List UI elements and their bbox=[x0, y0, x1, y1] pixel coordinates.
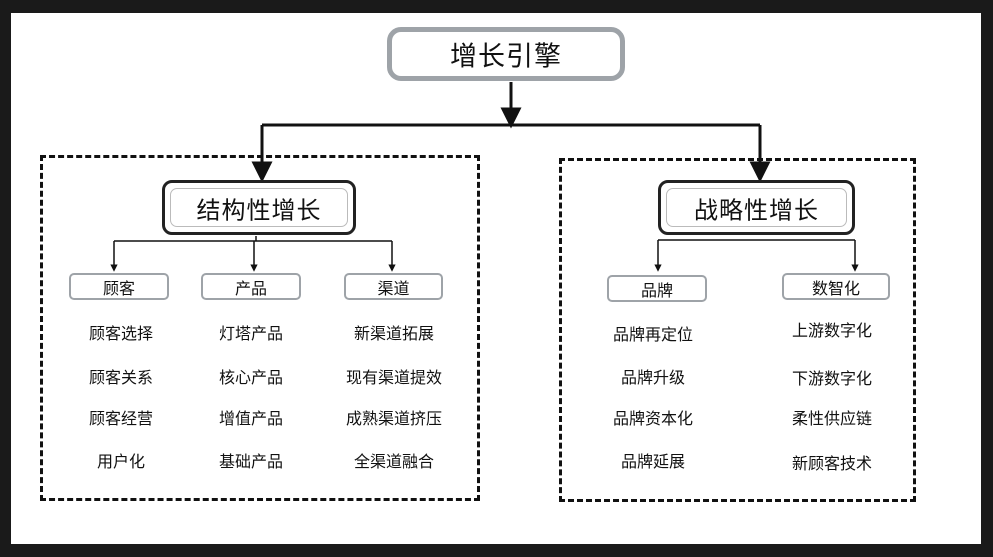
category-customer: 顾客 bbox=[69, 273, 169, 300]
category-label: 顾客 bbox=[102, 278, 135, 298]
structural-growth-title: 结构性增长 bbox=[196, 196, 322, 224]
category-channel: 渠道 bbox=[344, 273, 443, 300]
item-brand-3: 品牌资本化 bbox=[612, 409, 693, 428]
item-channel-2: 现有渠道提效 bbox=[345, 368, 442, 387]
item-digital-2: 下游数字化 bbox=[791, 369, 872, 388]
item-customer-1: 顾客选择 bbox=[88, 324, 153, 343]
item-brand-2: 品牌升级 bbox=[620, 368, 685, 387]
item-digital-4: 新顾客技术 bbox=[791, 454, 872, 473]
category-product: 产品 bbox=[201, 273, 301, 300]
item-digital-1: 上游数字化 bbox=[791, 321, 872, 340]
item-product-3: 增值产品 bbox=[218, 409, 283, 428]
item-customer-2: 顾客关系 bbox=[88, 368, 153, 387]
structural-growth-node: 结构性增长 bbox=[162, 180, 356, 235]
item-brand-1: 品牌再定位 bbox=[612, 325, 693, 344]
category-label: 数智化 bbox=[811, 278, 860, 298]
category-brand: 品牌 bbox=[607, 275, 707, 302]
item-product-4: 基础产品 bbox=[218, 452, 283, 471]
item-brand-4: 品牌延展 bbox=[620, 452, 685, 471]
strategic-growth-node: 战略性增长 bbox=[658, 180, 855, 235]
item-channel-1: 新渠道拓展 bbox=[353, 324, 434, 343]
item-channel-3: 成熟渠道挤压 bbox=[345, 409, 442, 428]
item-customer-4: 用户化 bbox=[96, 452, 145, 471]
category-label: 品牌 bbox=[640, 280, 673, 300]
strategic-growth-title: 战略性增长 bbox=[694, 196, 819, 224]
item-digital-3: 柔性供应链 bbox=[791, 409, 872, 428]
structural-growth-group bbox=[40, 155, 480, 501]
item-customer-3: 顾客经营 bbox=[88, 409, 153, 428]
category-digital: 数智化 bbox=[782, 273, 890, 300]
strategic-growth-group bbox=[559, 158, 916, 502]
root-title: 增长引擎 bbox=[450, 41, 562, 73]
root-node: 增长引擎 bbox=[387, 27, 625, 81]
category-label: 产品 bbox=[234, 278, 267, 298]
category-label: 渠道 bbox=[377, 278, 410, 298]
item-product-1: 灯塔产品 bbox=[218, 324, 283, 343]
item-channel-4: 全渠道融合 bbox=[353, 452, 434, 471]
item-product-2: 核心产品 bbox=[218, 368, 283, 387]
